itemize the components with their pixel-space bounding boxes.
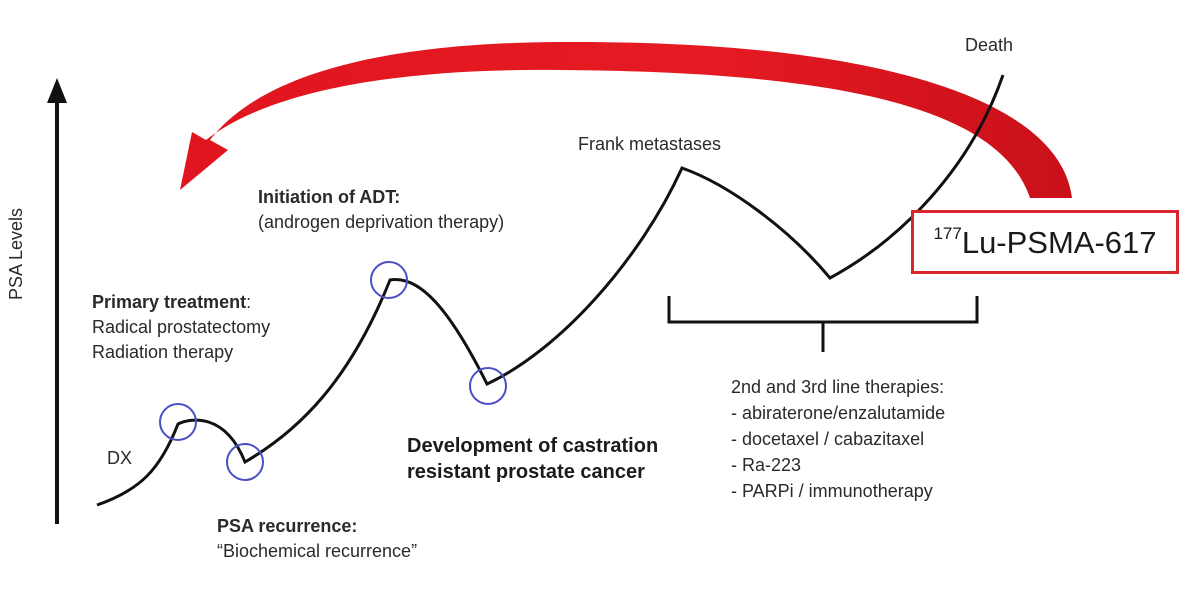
primary-treatment-item: Radical prostatectomy bbox=[92, 317, 271, 337]
lu-psma-box: 177Lu-PSMA-617 bbox=[911, 210, 1179, 274]
lu-psma-isotope: 177 bbox=[933, 223, 962, 243]
y-axis bbox=[47, 78, 67, 524]
therapy-item: - docetaxel / cabazitaxel bbox=[731, 429, 925, 449]
primary-treatment-title-text: Primary treatment bbox=[92, 292, 247, 312]
frank-metastases-label: Frank metastases bbox=[578, 134, 722, 154]
y-axis-arrowhead bbox=[47, 78, 67, 103]
red-return-arrow bbox=[180, 41, 1072, 198]
crpc-label-line1: Development of castration bbox=[407, 435, 659, 457]
therapy-item: - PARPi / immunotherapy bbox=[731, 481, 933, 501]
psa-curve bbox=[96, 74, 1005, 507]
lu-psma-label: 177Lu-PSMA-617 bbox=[933, 224, 1156, 261]
primary-treatment-title: Primary treatment: bbox=[92, 290, 251, 314]
psa-recurrence-subtitle: “Biochemical recurrence” bbox=[217, 541, 418, 561]
primary-treatment-item: Radiation therapy bbox=[92, 342, 234, 362]
event-circle-crpc bbox=[469, 367, 507, 405]
therapies-title: 2nd and 3rd line therapies: bbox=[731, 377, 945, 397]
lu-psma-name: Lu-PSMA-617 bbox=[961, 224, 1157, 260]
primary-treatment-colon: : bbox=[246, 292, 252, 312]
therapy-item: - Ra-223 bbox=[731, 455, 802, 475]
event-circle-psa-recurrence bbox=[226, 443, 264, 481]
psa-recurrence-title: PSA recurrence: bbox=[217, 516, 358, 536]
dx-label: DX bbox=[107, 448, 133, 468]
y-axis-label: PSA Levels bbox=[6, 207, 26, 300]
therapy-item: - abiraterone/enzalutamide bbox=[731, 403, 946, 423]
event-circle-primary bbox=[159, 403, 197, 441]
event-circle-adt bbox=[370, 261, 408, 299]
adt-title: Initiation of ADT: bbox=[258, 187, 401, 207]
crpc-label-line2: resistant prostate cancer bbox=[407, 461, 645, 483]
adt-subtitle: (androgen deprivation therapy) bbox=[258, 212, 505, 232]
death-label: Death bbox=[965, 35, 1014, 55]
therapies-bracket bbox=[667, 296, 979, 352]
